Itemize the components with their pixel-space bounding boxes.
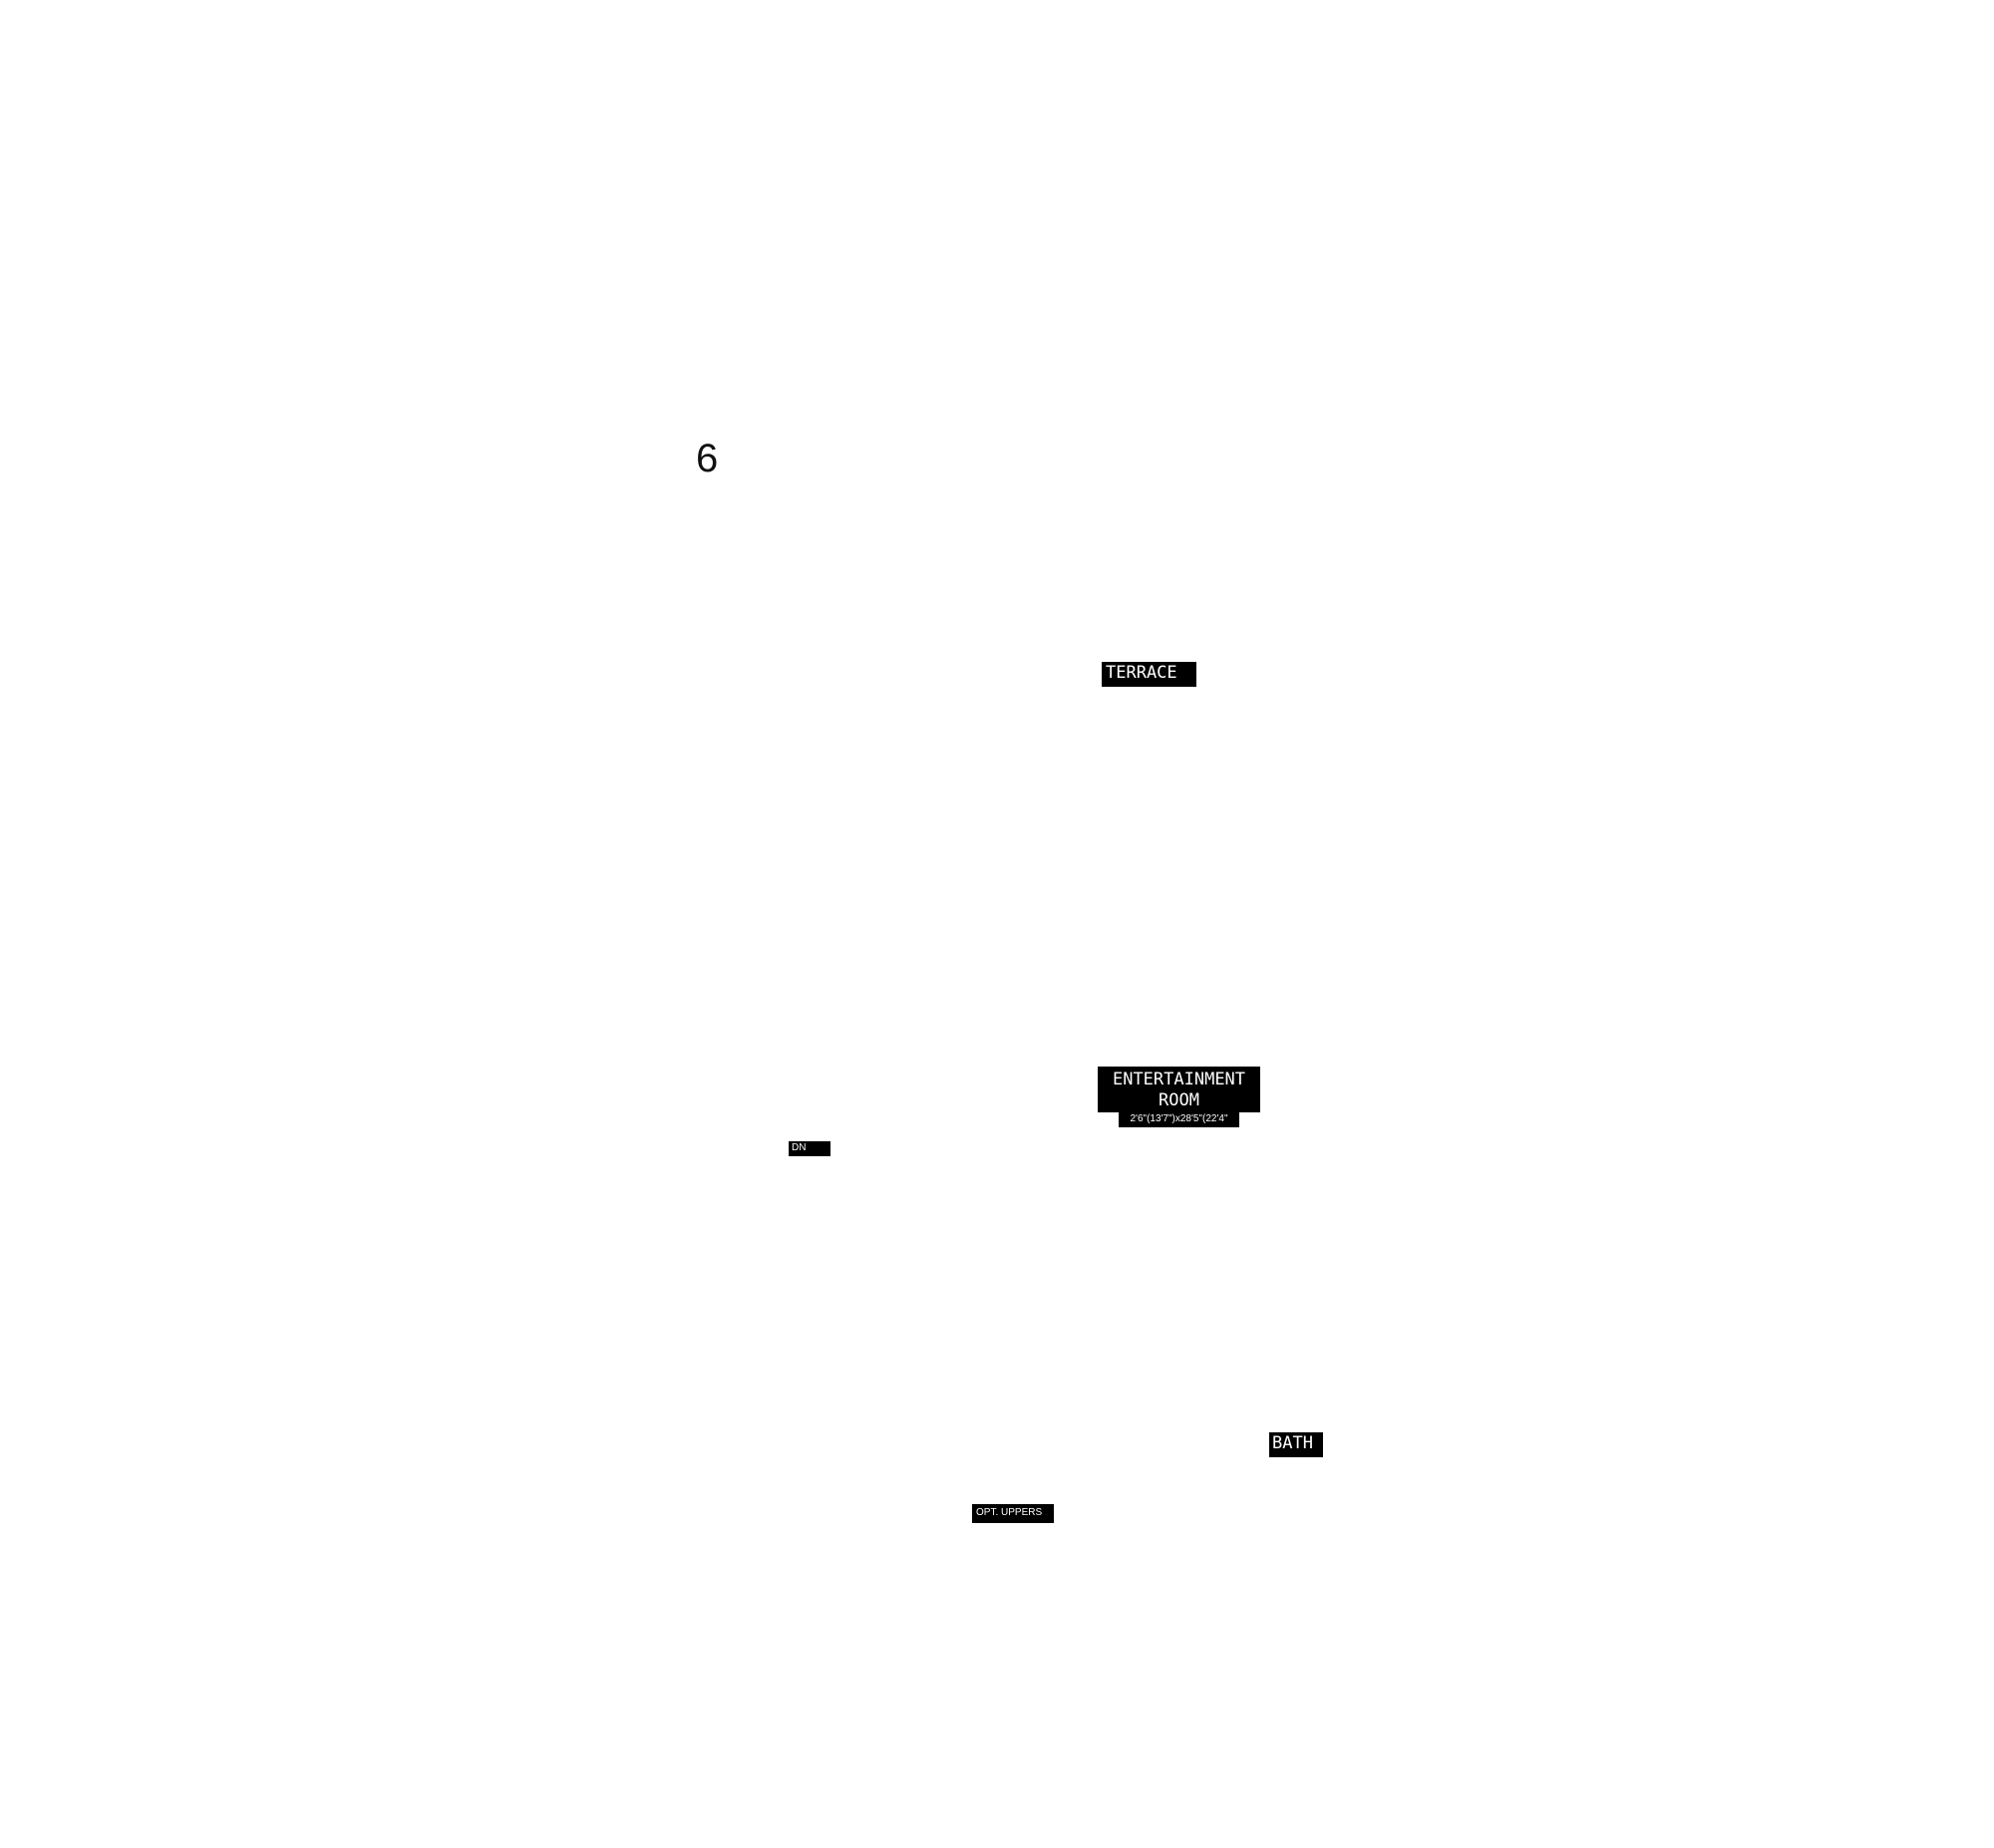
room-label-entertainment-room: ENTERTAINMENT ROOM bbox=[1098, 1067, 1260, 1112]
room-label-terrace: TERRACE bbox=[1102, 662, 1196, 687]
page-number: 6 bbox=[696, 437, 719, 480]
note-label-opt-uppers: OPT. UPPERS bbox=[972, 1504, 1054, 1523]
room-label-entertainment-line2: ROOM bbox=[1159, 1090, 1199, 1110]
room-label-entertainment-line1: ENTERTAINMENT bbox=[1112, 1070, 1246, 1089]
stair-label-dn: DN bbox=[789, 1141, 831, 1156]
room-dimensions-entertainment: 2'6"(13'7")x28'5"(22'4" bbox=[1119, 1112, 1239, 1127]
room-label-bath: BATH bbox=[1269, 1432, 1323, 1457]
